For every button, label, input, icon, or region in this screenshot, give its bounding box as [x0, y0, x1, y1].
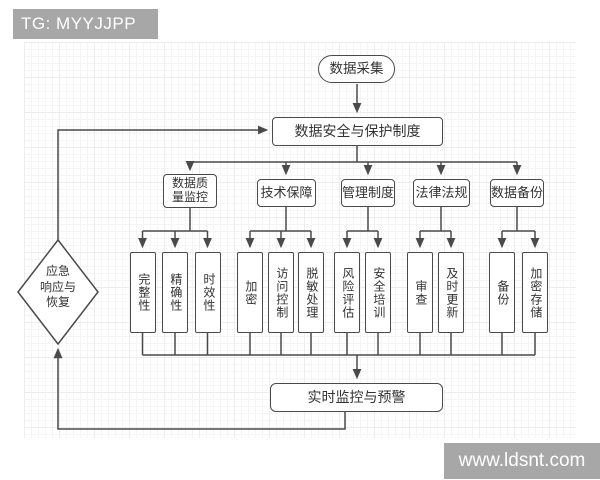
category-data-quality: 数据质量监控: [163, 174, 217, 208]
item-security-training: 安全培训: [365, 252, 391, 333]
graph-paper-background: [24, 42, 576, 438]
monitor-node: 实时监控与预警: [270, 383, 443, 412]
item-risk-assessment: 风险评估: [334, 252, 360, 333]
item-accuracy: 精确性: [162, 252, 188, 333]
item-encrypted-storage: 加密存储: [522, 252, 548, 333]
website-watermark-badge: www.ldsnt.com: [444, 443, 600, 479]
emergency-line-1: 应急: [45, 264, 70, 278]
item-access-control: 访问控制: [268, 252, 294, 333]
start-node: 数据采集: [318, 55, 395, 83]
category-tech-support: 技术保障: [257, 179, 316, 207]
item-desensitization: 脱敏处理: [298, 252, 324, 333]
emergency-diamond-shape: [17, 238, 99, 346]
item-integrity: 完整性: [130, 252, 156, 333]
category-laws: 法律法规: [413, 179, 470, 207]
item-timeliness: 时效性: [195, 252, 221, 333]
item-timely-update: 及时更新: [438, 252, 464, 333]
telegram-watermark-badge: TG: MYYJJPP: [13, 9, 158, 39]
emergency-line-3: 恢复: [45, 295, 70, 310]
emergency-node: 应急 响应与 恢复: [28, 264, 88, 311]
emergency-line-2: 响应与: [39, 279, 76, 294]
policy-node: 数据安全与保护制度: [272, 117, 443, 146]
item-backup: 备份: [489, 252, 515, 333]
item-encryption: 加密: [237, 252, 263, 333]
item-review: 审查: [407, 252, 433, 333]
category-management: 管理制度: [341, 179, 395, 207]
category-backup: 数据备份: [490, 179, 544, 207]
